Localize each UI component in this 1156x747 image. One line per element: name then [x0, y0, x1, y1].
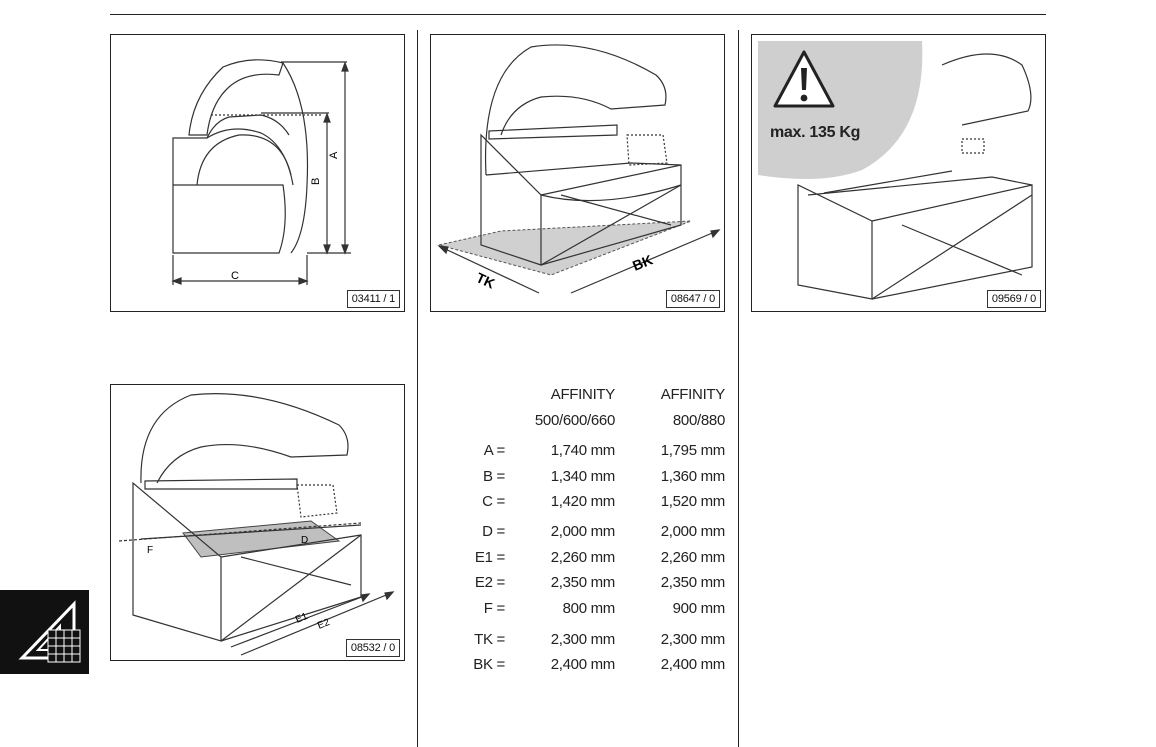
section-tab — [0, 590, 89, 674]
col2-name: AFFINITY — [660, 386, 726, 403]
row-value: 900 mm — [672, 600, 726, 617]
row-label: BK = — [473, 656, 505, 673]
row-label: A = — [483, 442, 506, 459]
row-label: B = — [482, 468, 505, 485]
max-weight-label: max. 135 Kg — [770, 124, 861, 141]
row-value: 2,300 mm — [660, 631, 726, 648]
row-label: C = — [482, 493, 505, 510]
row-value: 1,340 mm — [550, 468, 616, 485]
row-label: E1 = — [474, 549, 505, 566]
row-value: 2,260 mm — [660, 549, 726, 566]
row-value: 2,350 mm — [660, 574, 726, 591]
figure-side-dimensions: A B C 03411 / 1 — [110, 34, 405, 312]
label-F: F — [147, 545, 153, 556]
figure-number: 08647 / 0 — [665, 290, 720, 308]
row-label: D = — [482, 523, 505, 540]
figure-number: 09569 / 0 — [986, 290, 1041, 308]
label-BK: BK — [630, 251, 655, 273]
label-TK: TK — [474, 269, 498, 291]
row-value: 2,260 mm — [550, 549, 616, 566]
label-C: C — [231, 270, 239, 282]
bed-dimensions-drawing: D F E1 E2 — [118, 393, 395, 656]
row-value: 1,520 mm — [660, 493, 726, 510]
row-value: 2,350 mm — [550, 574, 616, 591]
col1-name: AFFINITY — [550, 386, 616, 403]
label-A: A — [328, 151, 340, 159]
row-value: 1,795 mm — [660, 442, 726, 459]
column-divider-left — [417, 30, 418, 747]
row-value: 2,300 mm — [550, 631, 616, 648]
label-D: D — [301, 535, 308, 546]
row-value: 1,740 mm — [550, 442, 616, 459]
row-label: E2 = — [474, 574, 505, 591]
warning-triangle-icon — [773, 48, 835, 115]
row-value: 1,360 mm — [660, 468, 726, 485]
row-value: 2,400 mm — [550, 656, 616, 673]
row-value: 2,400 mm — [660, 656, 726, 673]
row-label: F = — [483, 600, 506, 617]
row-value: 800 mm — [562, 600, 616, 617]
label-B: B — [310, 178, 322, 185]
row-label: TK = — [474, 631, 505, 648]
figure-footprint: TK BK 08647 / 0 — [430, 34, 725, 312]
label-E2: E2 — [316, 617, 332, 632]
row-value: 1,420 mm — [550, 493, 616, 510]
col2-models: 800/880 — [672, 412, 725, 429]
technical-drawing-icon — [18, 600, 81, 663]
row-value: 2,000 mm — [550, 523, 616, 540]
figure-bed-dimensions: D F E1 E2 08532 / 0 — [110, 384, 405, 661]
label-E1: E1 — [294, 611, 310, 626]
figure-number: 08532 / 0 — [345, 639, 400, 657]
row-value: 2,000 mm — [660, 523, 726, 540]
figure-number: 03411 / 1 — [346, 290, 400, 308]
side-dimensions-drawing: A B C — [171, 59, 351, 285]
top-rule — [110, 14, 1046, 15]
footprint-drawing: TK BK — [437, 44, 721, 294]
column-divider-right — [738, 30, 739, 747]
col1-models: 500/600/660 — [534, 412, 615, 429]
